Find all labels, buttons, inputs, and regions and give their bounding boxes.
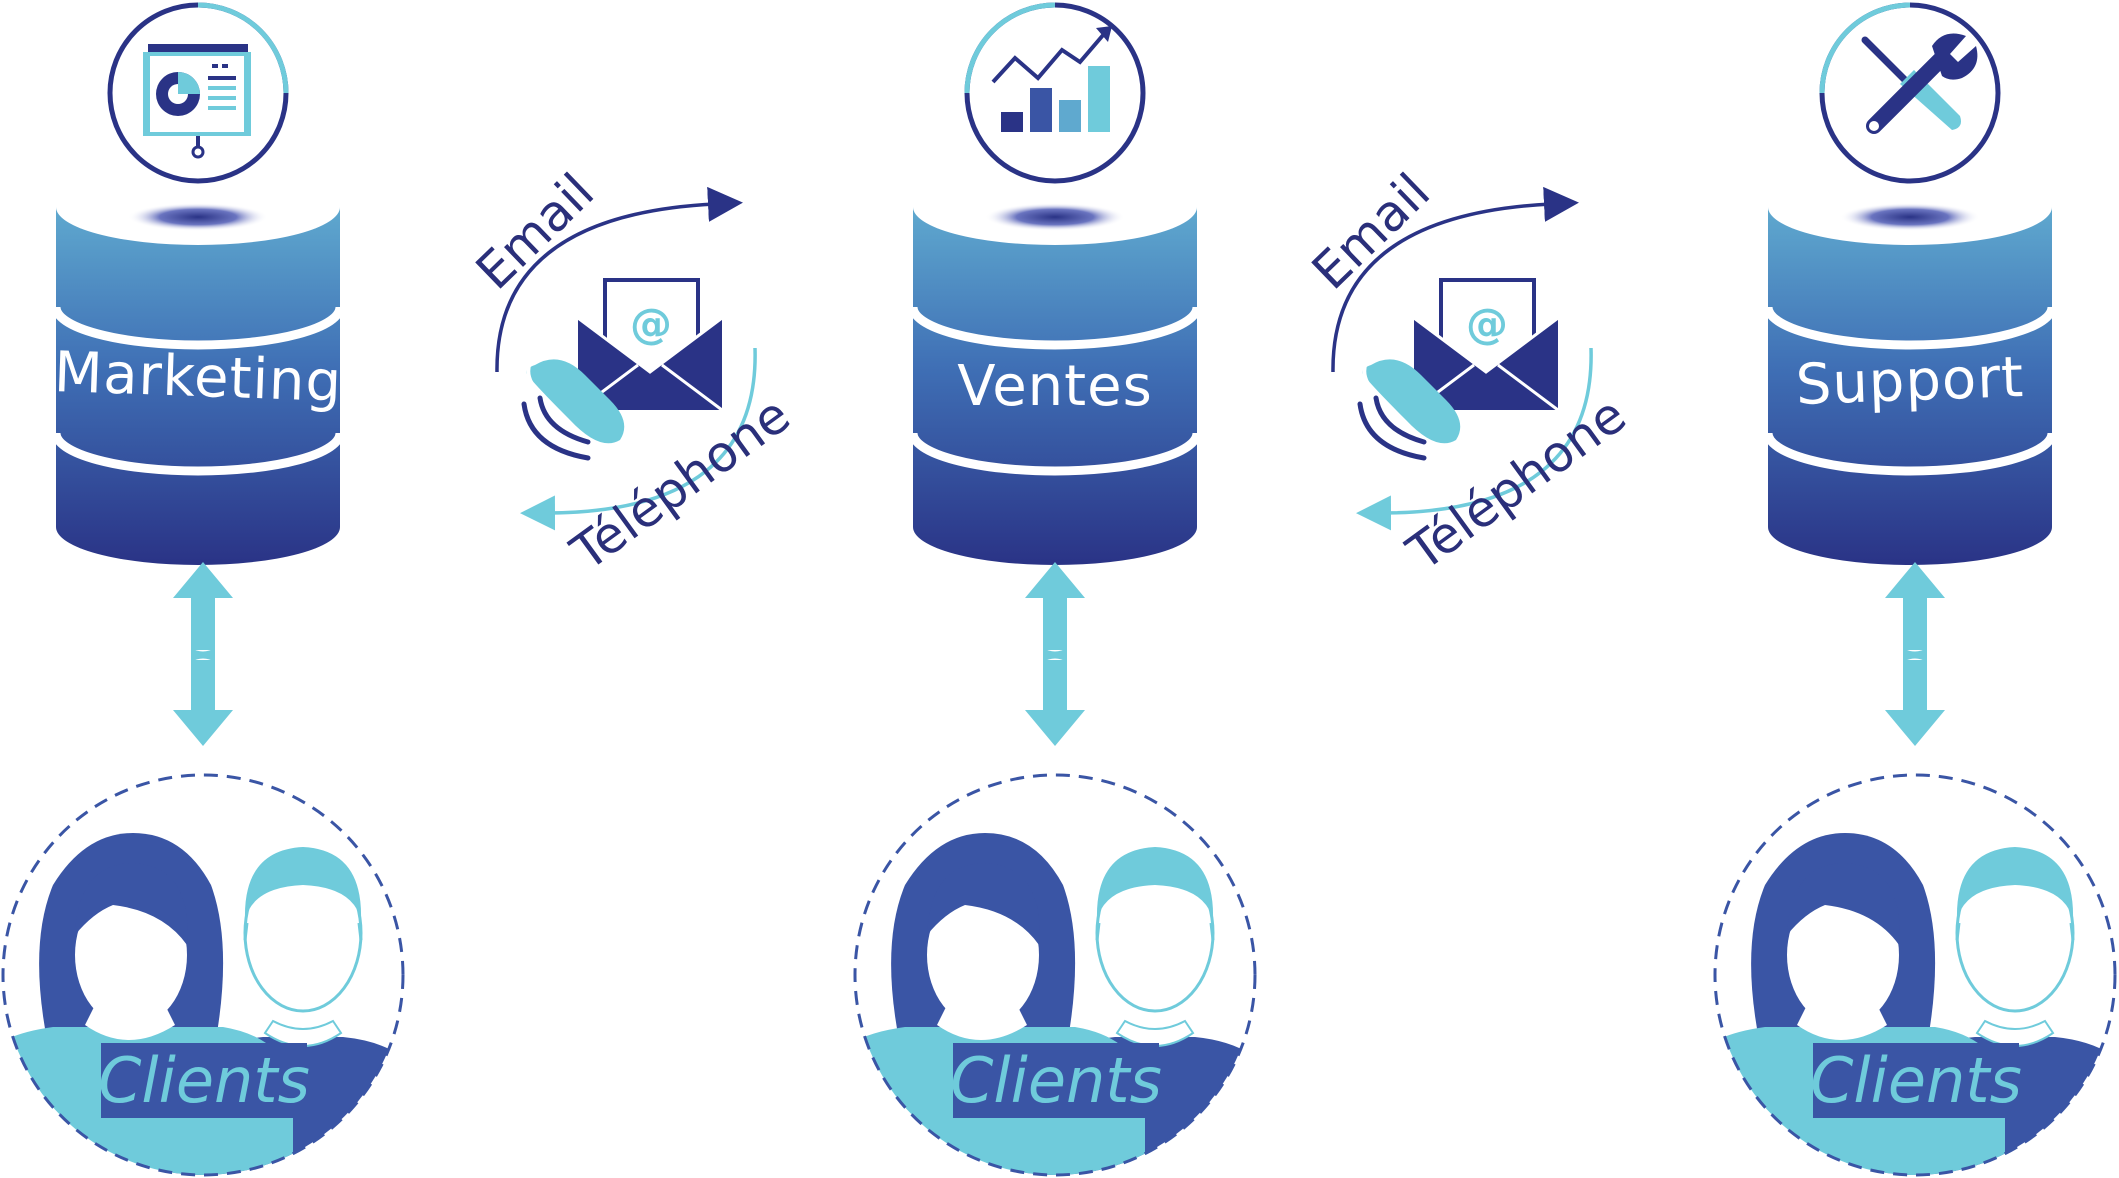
wrench-screwdriver-icon (1819, 2, 2001, 184)
support-clients-group: Clients (1713, 773, 2117, 1177)
email-arrow (495, 186, 743, 373)
clients-people-icon (3, 831, 403, 1175)
phone-arrow (520, 347, 757, 531)
presentation-board-icon (107, 2, 289, 184)
communication-channel-1: Email Téléphone @ (465, 163, 800, 583)
email-arrow (1331, 186, 1579, 373)
clients-label: Clients (1810, 1044, 2022, 1117)
ventes-label: Ventes (957, 354, 1153, 419)
growth-bar-chart-icon (964, 2, 1146, 184)
support-label: Support (1795, 345, 2026, 418)
phone-handset-icon (1357, 353, 1461, 461)
clients-people-icon (1715, 831, 2115, 1175)
department-marketing: Marketing Clien (1, 2, 405, 1177)
email-envelope-icon: @ (577, 278, 723, 412)
clients-label: Clients (98, 1044, 310, 1117)
phone-handset-icon (521, 353, 625, 461)
ventes-clients-group: Clients (853, 773, 1257, 1177)
svg-text:@: @ (630, 299, 672, 348)
marketing-clients-group: Clients (1, 773, 405, 1177)
ventes-clients-arrow (1025, 562, 1085, 746)
clients-people-icon (855, 831, 1255, 1175)
communication-channel-2: Email Téléphone @ (1301, 163, 1636, 583)
support-clients-arrow (1885, 562, 1945, 746)
department-support: Support Clients (1713, 2, 2117, 1177)
email-envelope-icon: @ (1413, 278, 1559, 412)
svg-text:@: @ (1466, 299, 1508, 348)
clients-label: Clients (950, 1044, 1162, 1117)
phone-arrow (1356, 347, 1593, 531)
marketing-label: Marketing (53, 340, 343, 415)
marketing-clients-arrow (173, 562, 233, 746)
department-ventes: Ventes Clients (853, 2, 1257, 1177)
